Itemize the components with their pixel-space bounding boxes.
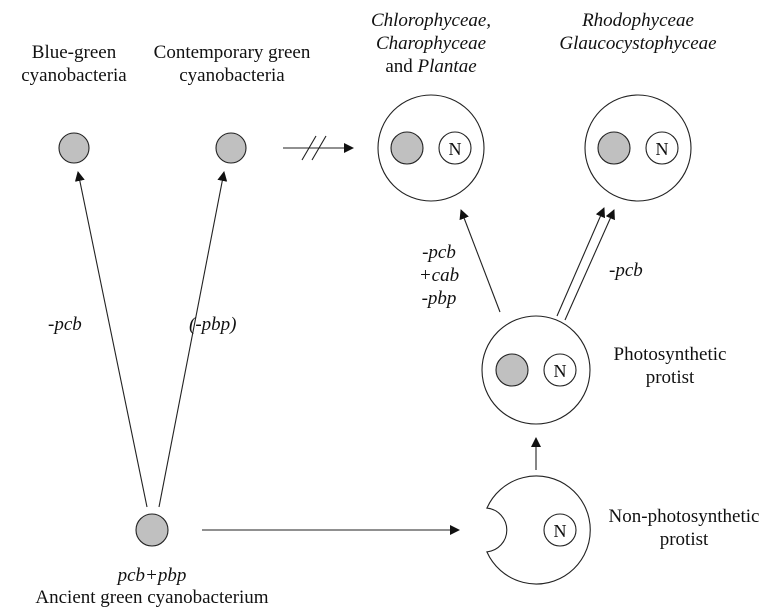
rhodophyceae-nucleus-label: N bbox=[656, 139, 669, 159]
rhodo-change-pcb: -pcb bbox=[609, 260, 643, 281]
and-word: and bbox=[385, 56, 417, 77]
block-slash-2 bbox=[311, 135, 327, 161]
arrow-ancient-to-contemporary bbox=[158, 171, 228, 508]
arrow-ancient-to-blue-green bbox=[74, 171, 148, 508]
ancient-genes-label: pcb+pbp bbox=[116, 565, 187, 586]
non-photosynthetic-protist-cell bbox=[486, 475, 591, 585]
contemporary-cyanobacteria-dot bbox=[215, 132, 247, 164]
chlorophyceae-plastid bbox=[390, 131, 424, 165]
photosynthetic-label-line2: protist bbox=[646, 367, 695, 388]
blue-green-label-line1: Blue-green bbox=[32, 42, 117, 63]
photosynthetic-protist-cell bbox=[481, 315, 591, 425]
non-photosynthetic-protist-nucleus-label: N bbox=[554, 521, 567, 541]
non-photosynthetic-label-line2: protist bbox=[660, 529, 709, 550]
block-slash-1 bbox=[301, 135, 317, 161]
contemporary-label-line1: Contemporary green bbox=[154, 42, 311, 63]
rhodophyceae-label-line1: Rhodophyceae bbox=[581, 10, 694, 31]
arrow-photosynthetic-to-rhodophyceae-1 bbox=[556, 207, 605, 317]
blue-green-label-line2: cyanobacteria bbox=[21, 65, 127, 86]
photosynthetic-protist-nucleus bbox=[543, 353, 577, 387]
rhodophyceae-nucleus bbox=[645, 131, 679, 165]
arrow-photosynthetic-to-rhodophyceae-2 bbox=[564, 209, 615, 321]
minus-pbp-label: (-pbp) bbox=[189, 314, 236, 335]
plantae-word: Plantae bbox=[417, 56, 477, 77]
arrow-photosynthetic-to-chlorophyceae bbox=[459, 209, 501, 313]
rhodophyceae-label-line2: Glaucocystophyceae bbox=[559, 33, 716, 54]
photosynthetic-protist-nucleus-label: N bbox=[554, 361, 567, 381]
chlorophyceae-cell bbox=[377, 94, 485, 202]
chloro-change-pcb: -pcb bbox=[422, 242, 456, 263]
rhodophyceae-plastid bbox=[597, 131, 631, 165]
blue-green-cyanobacteria-dot bbox=[58, 132, 90, 164]
chlorophyceae-label-line3: and Plantae bbox=[385, 56, 476, 77]
photosynthetic-protist-plastid bbox=[495, 353, 529, 387]
contemporary-label-line2: cyanobacteria bbox=[179, 65, 285, 86]
ancient-cyanobacterium-dot bbox=[135, 513, 169, 547]
chlorophyceae-label-line1: Chlorophyceae, bbox=[371, 10, 491, 31]
chloro-change-pbp: -pbp bbox=[422, 288, 457, 309]
ancient-cyanobacterium-label: Ancient green cyanobacterium bbox=[35, 587, 268, 608]
photosynthetic-label-line1: Photosynthetic bbox=[614, 344, 727, 365]
chlorophyceae-label-line2: Charophyceae bbox=[376, 33, 486, 54]
chloro-change-cab: +cab bbox=[419, 265, 459, 286]
rhodophyceae-cell bbox=[584, 94, 692, 202]
minus-pcb-left-label: -pcb bbox=[48, 314, 82, 335]
non-photosynthetic-label-line1: Non-photosynthetic bbox=[609, 506, 760, 527]
chlorophyceae-nucleus-label: N bbox=[449, 139, 462, 159]
non-photosynthetic-protist-nucleus bbox=[543, 513, 577, 547]
chlorophyceae-nucleus bbox=[438, 131, 472, 165]
